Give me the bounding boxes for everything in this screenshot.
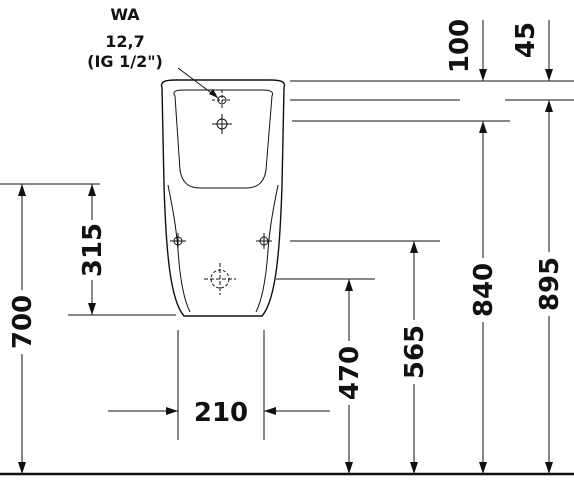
dimension-470-label: 470 [335, 346, 365, 400]
fixing-point-left [170, 233, 186, 249]
dimension-565: 565 [399, 241, 430, 474]
dimension-45-label: 45 [511, 22, 541, 58]
dimension-895: 895 [534, 100, 565, 474]
dimension-315: 315 [77, 184, 108, 315]
dimension-470: 470 [334, 279, 365, 474]
inlet-thread-label: (IG 1/2") [87, 52, 163, 71]
dimension-100: 100 [445, 19, 487, 81]
dimension-565-label: 565 [400, 325, 430, 379]
dimension-895-label: 895 [535, 257, 565, 311]
dimension-45: 45 [511, 20, 553, 81]
outlet-marker [204, 263, 236, 295]
urinal-outline [160, 79, 286, 317]
dimension-315-label: 315 [78, 223, 108, 277]
dimension-100-label: 100 [445, 19, 475, 73]
dimension-840: 840 [468, 121, 499, 474]
dimension-210-label: 210 [194, 398, 248, 428]
inlet-marker [212, 90, 232, 134]
dimension-840-label: 840 [469, 263, 499, 317]
dimension-210: 210 [108, 398, 330, 428]
reference-lines [0, 80, 574, 440]
fixing-point-right [256, 233, 272, 249]
dimension-700: 700 [7, 184, 38, 474]
inlet-code-label: WA [110, 5, 140, 24]
inlet-annotation: WA 12,7 (IG 1/2") [87, 5, 163, 71]
dimension-700-label: 700 [8, 295, 38, 349]
inlet-size-label: 12,7 [105, 32, 144, 51]
